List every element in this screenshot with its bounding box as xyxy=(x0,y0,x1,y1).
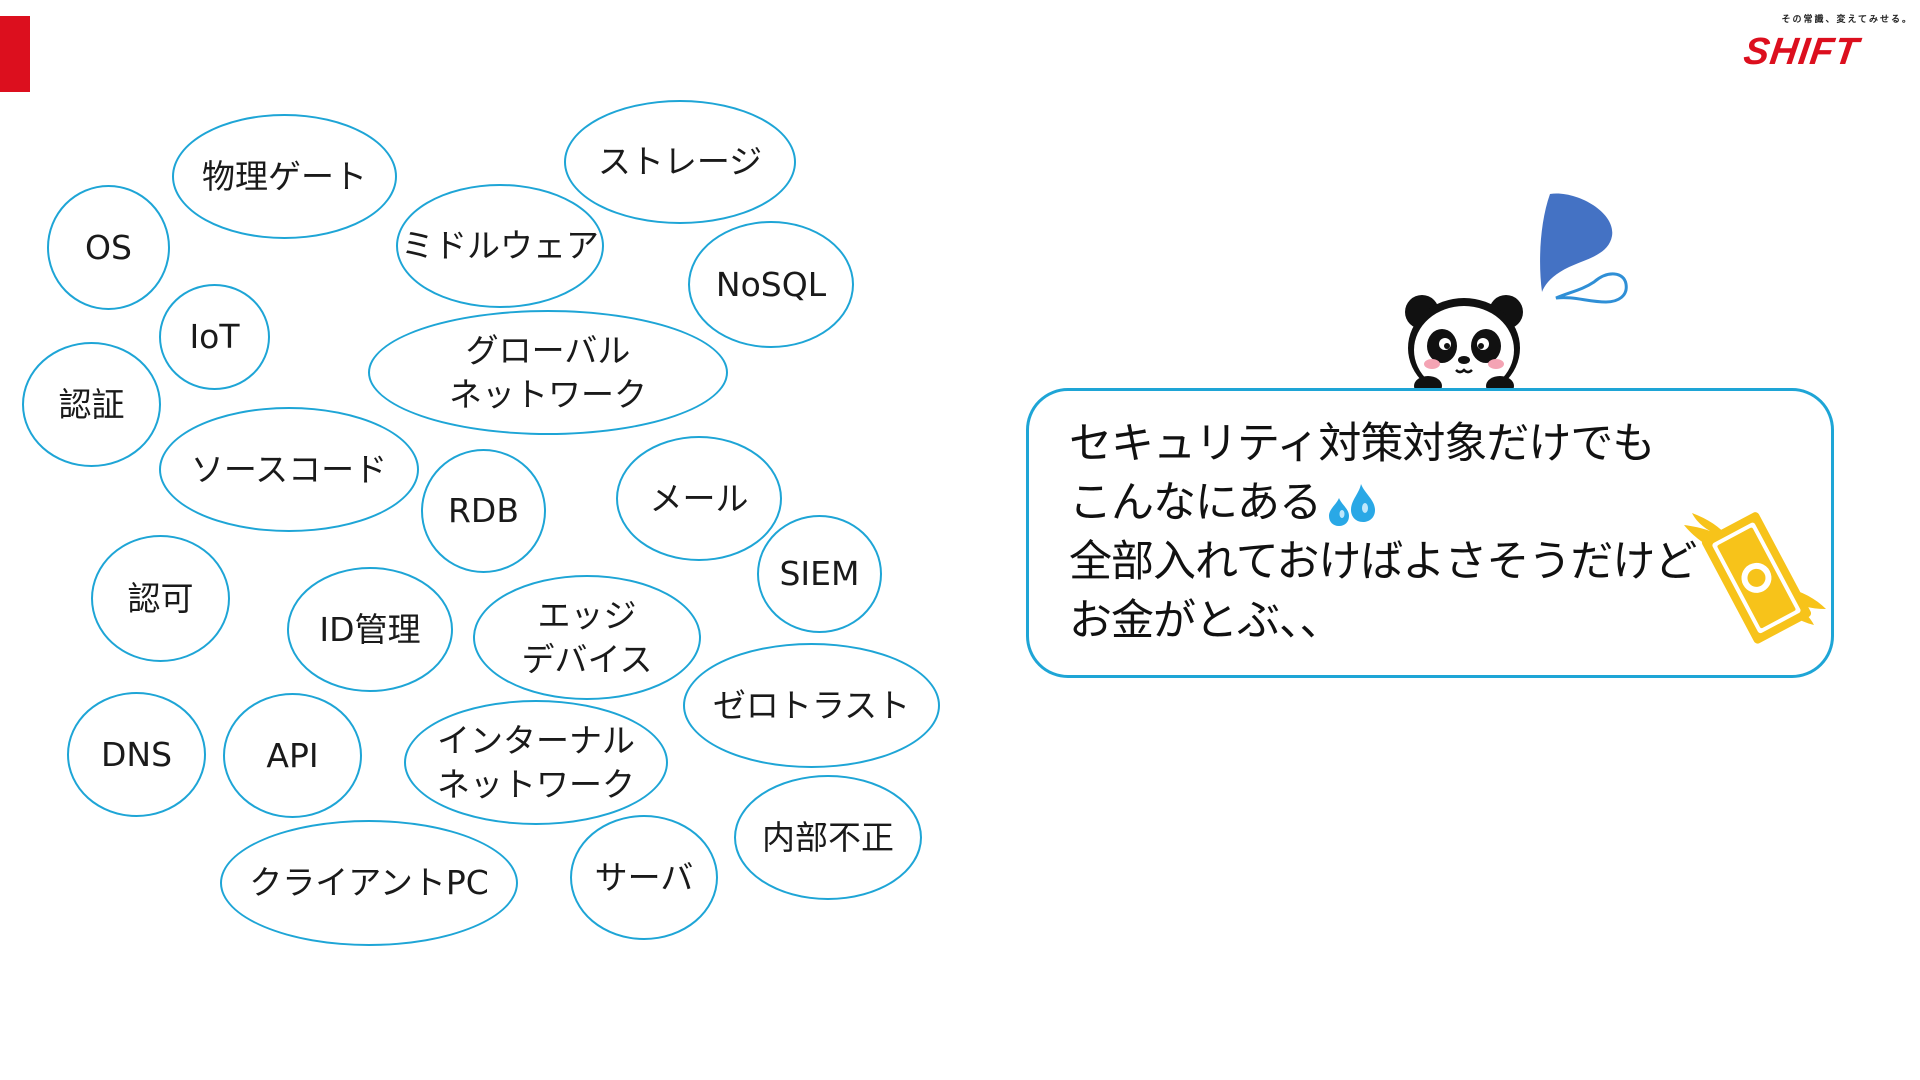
term-label: DNS xyxy=(100,734,173,774)
term-label: ソースコード xyxy=(190,449,388,489)
term-label: ストレージ xyxy=(597,142,763,181)
term-label: OS xyxy=(85,227,132,267)
accent-bar xyxy=(0,16,30,92)
term-bubble-authentication: 認証 xyxy=(22,342,161,467)
logo-tagline: その常識、変えてみせる。 xyxy=(1781,15,1913,25)
term-label: SIEM xyxy=(779,554,860,593)
term-label: 認可 xyxy=(127,578,194,618)
term-bubble-storage: ストレージ xyxy=(564,100,796,224)
term-bubble-os: OS xyxy=(47,185,170,310)
term-bubble-middleware: ミドルウェア xyxy=(396,184,604,308)
term-bubble-mail: メール xyxy=(616,436,782,561)
callout-line-2: こんなにある xyxy=(1069,474,1709,533)
term-bubble-api: API xyxy=(223,693,362,818)
term-label: ミドルウェア xyxy=(401,226,599,265)
callout-text: セキュリティ対策対象だけでも こんなにある 全部入れておけばよさそうだけど お金… xyxy=(1069,415,1709,651)
term-bubble-edge-device: エッジ デバイス xyxy=(473,575,701,700)
sweat-drops-icon xyxy=(1540,193,1628,304)
term-bubble-global-network: グローバル ネットワーク xyxy=(368,310,728,435)
term-label: 内部不正 xyxy=(762,817,894,857)
term-label: ゼロトラスト xyxy=(712,685,911,725)
callout-line-1: セキュリティ対策対象だけでも xyxy=(1069,419,1655,469)
term-bubble-server: サーバ xyxy=(570,815,718,940)
callout-line-4: お金がとぶ、、 xyxy=(1069,596,1343,646)
term-bubble-source-code: ソースコード xyxy=(159,407,419,532)
term-label: 物理ゲート xyxy=(202,156,367,196)
flying-money-icon xyxy=(1684,512,1826,644)
term-label: RDB xyxy=(448,491,519,530)
term-bubble-authorization: 認可 xyxy=(91,535,230,662)
callout-line-3: 全部入れておけばよさそうだけど xyxy=(1069,537,1697,587)
term-bubble-client-pc: クライアントPC xyxy=(220,820,518,946)
term-bubble-iot: IoT xyxy=(159,284,270,390)
term-label: ID管理 xyxy=(319,609,421,649)
term-label: メール xyxy=(649,478,749,518)
term-bubble-nosql: NoSQL xyxy=(688,221,854,348)
term-label: NoSQL xyxy=(715,264,827,304)
term-label: サーバ xyxy=(594,857,694,897)
term-bubble-zero-trust: ゼロトラスト xyxy=(683,643,940,768)
term-bubble-physical-gate: 物理ゲート xyxy=(172,114,397,239)
term-label: エッジ デバイス xyxy=(521,595,653,679)
term-label: IoT xyxy=(189,317,240,356)
panda-mascot-icon xyxy=(1405,295,1523,390)
sweat-emoji-icon xyxy=(1329,483,1375,526)
callout-line-2-text: こんなにある xyxy=(1069,478,1322,528)
term-bubble-internal-network: インターナル ネットワーク xyxy=(404,700,668,825)
term-label: API xyxy=(266,735,319,775)
term-label: グローバル ネットワーク xyxy=(449,330,647,414)
term-label: インターナル ネットワーク xyxy=(437,720,635,804)
term-bubble-rdb: RDB xyxy=(421,449,546,573)
term-label: 認証 xyxy=(58,384,125,424)
term-bubble-dns: DNS xyxy=(67,692,206,817)
shift-logo: その常識、変えてみせる。 SHIFT xyxy=(1738,12,1913,74)
term-label: クライアントPC xyxy=(249,863,489,902)
term-bubble-insider-threat: 内部不正 xyxy=(734,775,922,900)
term-bubble-siem: SIEM xyxy=(757,515,882,633)
logo-wordmark: SHIFT xyxy=(1741,31,1862,73)
term-bubble-id-management: ID管理 xyxy=(287,567,453,692)
